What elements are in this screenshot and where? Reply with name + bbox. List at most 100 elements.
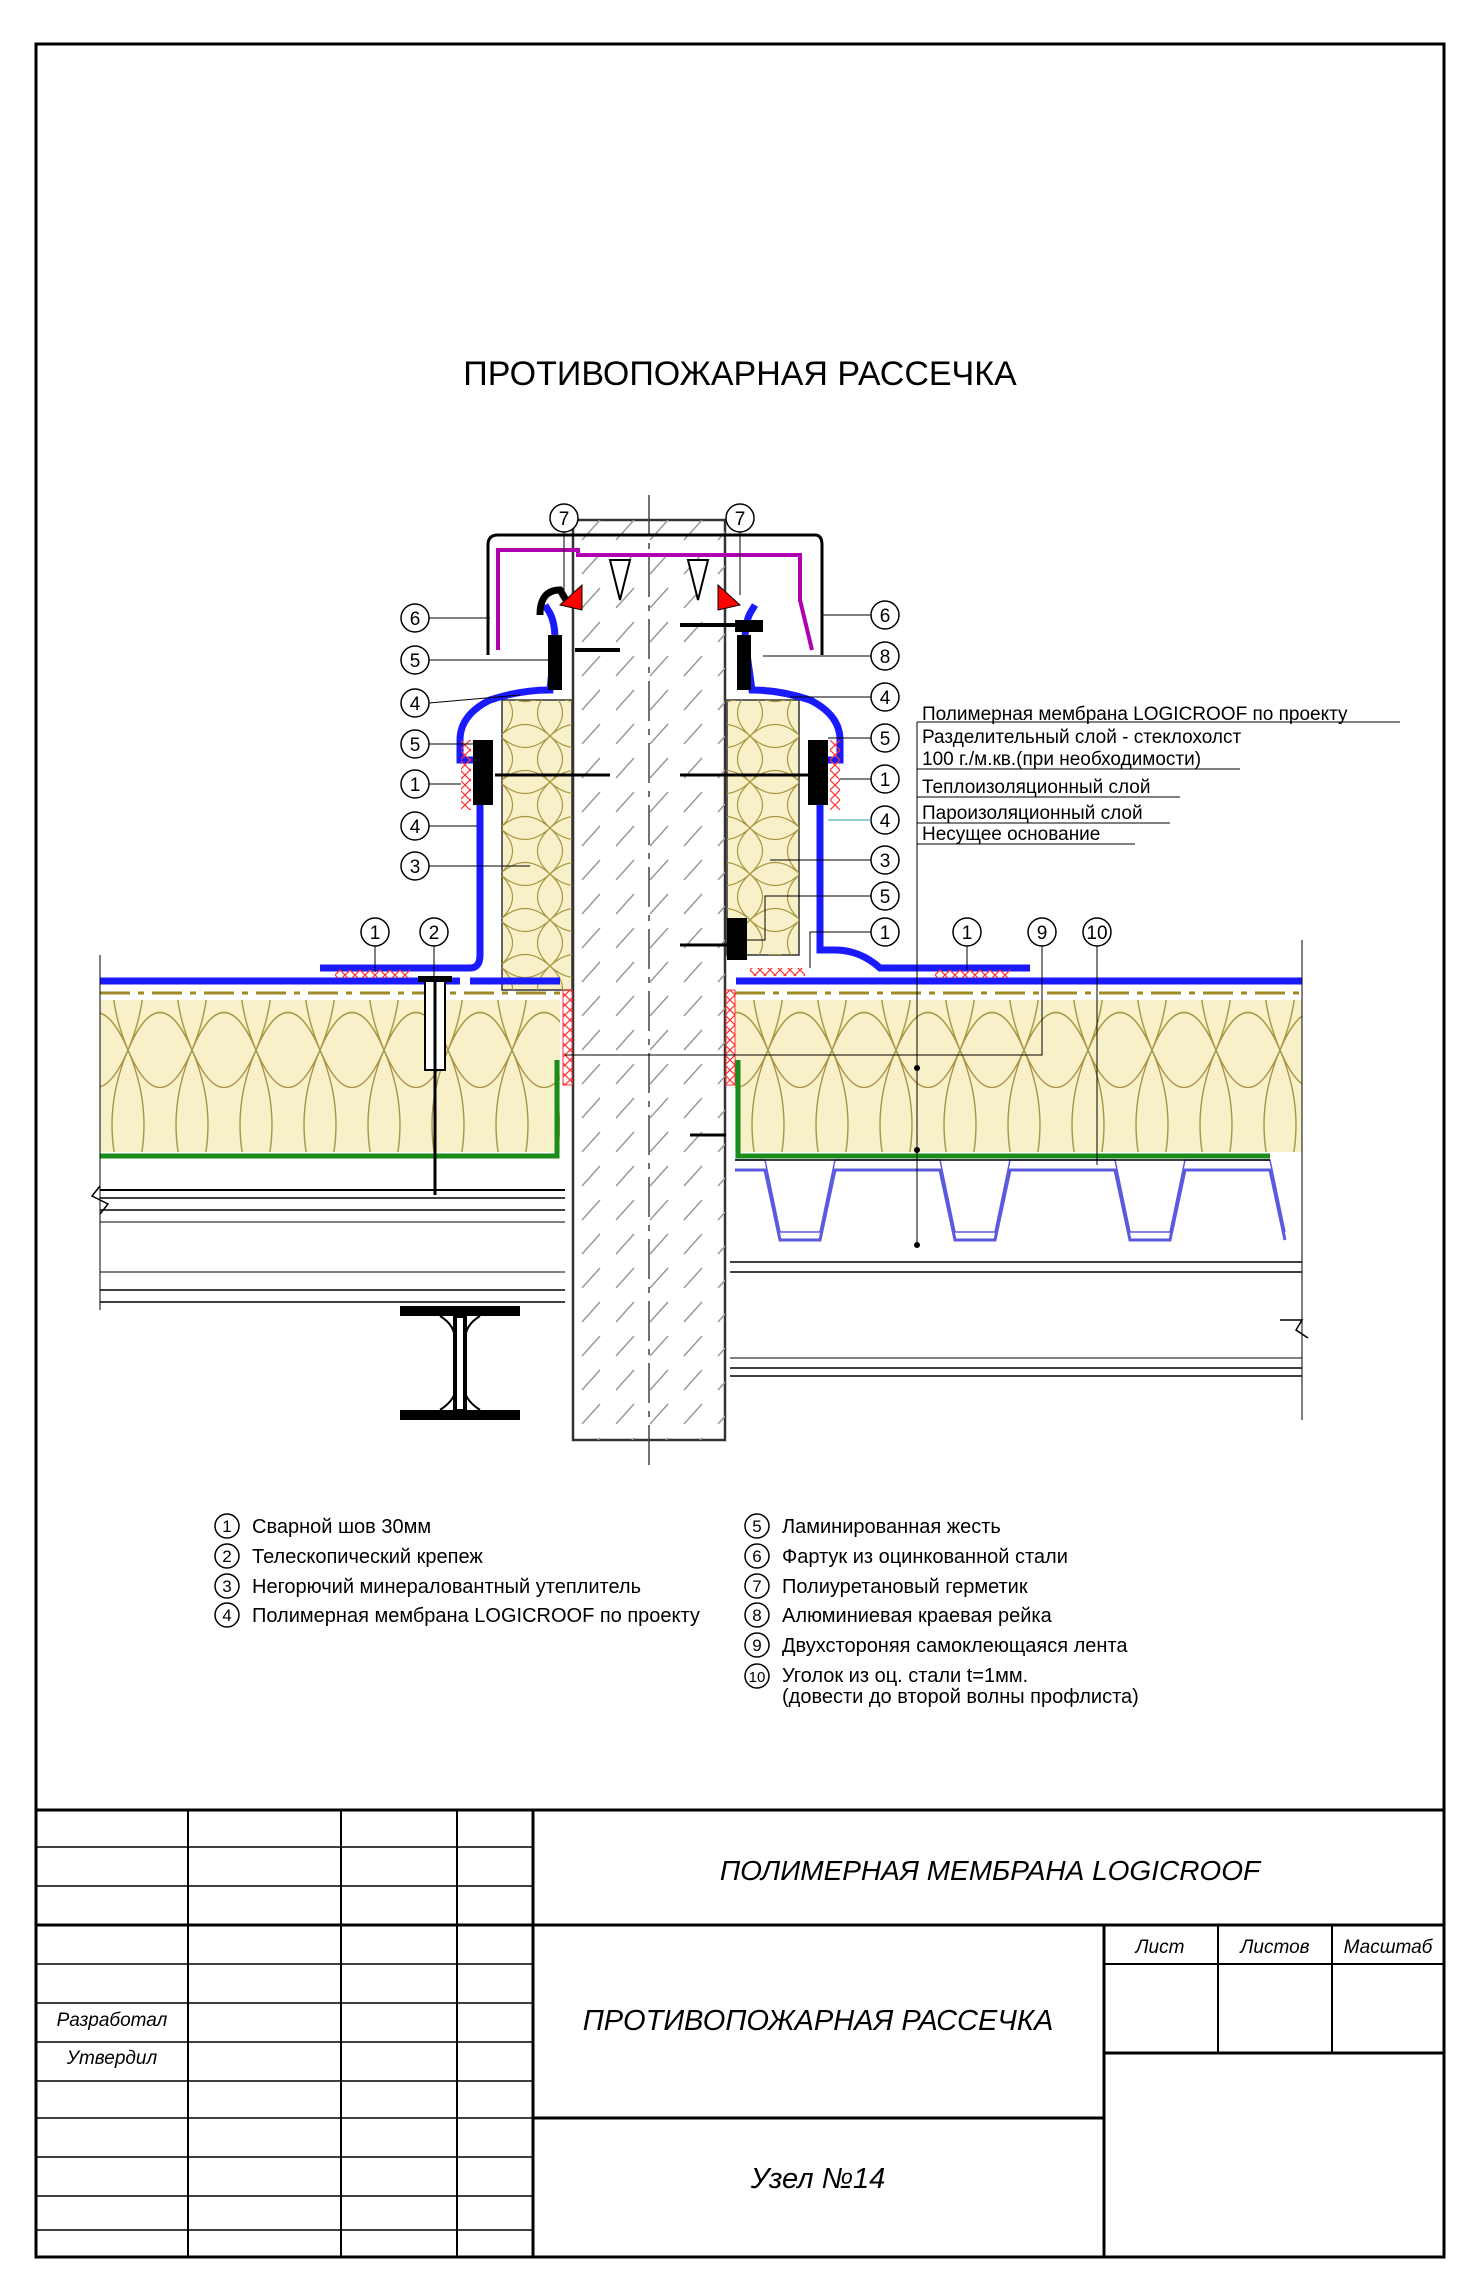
laminated-sheet-left [473, 740, 493, 805]
tape-left [562, 989, 573, 1086]
svg-text:Уголок из оц. стали t=1мм.: Уголок из оц. стали t=1мм. [782, 1665, 1028, 1687]
callouts: 7 7 6 5 4 5 1 4 3 1 2 6 8 4 5 1 4 3 5 1 … [360, 503, 1112, 1165]
svg-text:6: 6 [880, 606, 891, 627]
svg-text:1: 1 [222, 1517, 231, 1536]
layer-label-vapor-barrier: Пароизоляционный слой [922, 803, 1143, 824]
sealant-left [558, 583, 583, 611]
svg-text:10: 10 [749, 1669, 766, 1686]
svg-text:2: 2 [429, 923, 440, 944]
svg-text:5: 5 [880, 887, 891, 908]
drawing-title: ПРОТИВОПОЖАРНАЯ РАССЕЧКА [463, 355, 1017, 393]
weld-seam-left-roof [335, 970, 410, 978]
callout-right-1a: 1 [840, 764, 900, 794]
svg-text:9: 9 [1037, 923, 1048, 944]
apron-sealant-strip [496, 548, 814, 651]
svg-text:9: 9 [752, 1636, 761, 1655]
callout-right-6: 6 [822, 600, 900, 630]
steel-angle [727, 918, 747, 960]
svg-text:3: 3 [880, 851, 891, 872]
callout-left-2: 2 [419, 917, 449, 976]
svg-text:8: 8 [880, 647, 891, 668]
sealant-right [717, 583, 742, 611]
laminated-sheet-right [808, 740, 828, 805]
callout-right-8: 8 [763, 641, 900, 671]
callout-right-9: 9 [565, 917, 1057, 1056]
vapor-barrier-right [735, 1060, 1270, 1159]
callout-left-4b: 4 [400, 811, 477, 841]
svg-text:4: 4 [880, 811, 891, 832]
stamp-developed: Разработал [57, 2010, 168, 2031]
stamp-sheet-title: ПРОТИВОПОЖАРНАЯ РАССЕЧКА [583, 2005, 1054, 2037]
callout-left-1: 1 [400, 769, 461, 799]
svg-text:Фартук из оцинкованной стали: Фартук из оцинкованной стали [782, 1546, 1068, 1568]
svg-text:4: 4 [222, 1606, 231, 1625]
tape-right [725, 989, 736, 1086]
layer-stack-labels: Полимерная мембрана LOGICROOF по проекту… [914, 704, 1400, 1248]
svg-text:Двухстороняя самоклеющаяся лен: Двухстороняя самоклеющаяся лента [782, 1635, 1128, 1657]
callout-right-10: 10 [1082, 917, 1112, 1165]
callout-left-3: 3 [400, 851, 530, 881]
callout-right-1c: 1 [952, 917, 982, 970]
svg-text:2: 2 [222, 1547, 231, 1566]
stamp-col-sheet: Лист [1134, 1937, 1185, 1958]
svg-text:4: 4 [410, 817, 421, 838]
callout-left-4a: 4 [400, 688, 521, 718]
svg-text:5: 5 [880, 729, 891, 750]
callout-right-4b: 4 [828, 805, 900, 835]
svg-text:3: 3 [222, 1577, 231, 1596]
stamp-approved: Утвердил [66, 2048, 158, 2069]
vapor-barrier-left [100, 1060, 560, 1159]
svg-text:1: 1 [880, 770, 891, 791]
svg-text:Негорючий минераловантный утеп: Негорючий минераловантный утеплитель [252, 1576, 641, 1598]
roof-section [90, 495, 1309, 1470]
callout-left-1-roof: 1 [360, 917, 390, 972]
svg-text:1: 1 [962, 923, 973, 944]
svg-text:1: 1 [370, 923, 381, 944]
svg-text:6: 6 [410, 609, 421, 630]
svg-text:Ламинированная жесть: Ламинированная жесть [782, 1516, 1001, 1538]
weld-seam-left-upstand [461, 740, 471, 810]
layer-label-base: Несущее основание [922, 824, 1100, 845]
title-block-text: ПОЛИМЕРНАЯ МЕМБРАНА LOGICROOF Лист Листо… [57, 1855, 1434, 2195]
profiled-sheet [735, 1168, 1287, 1242]
svg-text:7: 7 [559, 509, 570, 530]
callout-right-4a: 4 [790, 682, 900, 712]
left-support-slab [90, 1185, 565, 1303]
legend-item-3: 3 Негорючий минераловантный утеплитель [214, 1573, 641, 1599]
laminated-sheet-top-left [548, 635, 562, 690]
layer-label-separation-density: 100 г./м.кв.(при необходимости) [922, 749, 1201, 770]
stamp-col-sheets: Листов [1238, 1937, 1309, 1958]
svg-text:Алюминиевая краевая рейка: Алюминиевая краевая рейка [782, 1605, 1053, 1627]
svg-text:1: 1 [880, 923, 891, 944]
svg-text:6: 6 [752, 1547, 761, 1566]
layer-label-membrane: Полимерная мембрана LOGICROOF по проекту [922, 704, 1348, 725]
svg-text:1: 1 [410, 775, 421, 796]
legend-item-6: 6 Фартук из оцинкованной стали [744, 1543, 1068, 1569]
callout-top-7-right: 7 [725, 503, 755, 595]
stamp-col-scale: Масштаб [1344, 1937, 1434, 1958]
svg-text:5: 5 [410, 651, 421, 672]
callout-right-5b: 5 [747, 881, 900, 941]
svg-text:3: 3 [410, 857, 421, 878]
callout-left-5b: 5 [400, 729, 473, 759]
svg-text:5: 5 [752, 1517, 761, 1536]
legend-item-9: 9 Двухстороняя самоклеющаяся лента [744, 1632, 1128, 1658]
svg-text:Телескопический крепеж: Телескопический крепеж [252, 1546, 483, 1568]
callout-right-3: 3 [770, 845, 900, 875]
callout-right-1b: 1 [809, 917, 900, 968]
layer-label-insulation: Теплоизоляционный слой [922, 777, 1150, 798]
callout-right-5a: 5 [828, 723, 900, 753]
svg-text:8: 8 [752, 1606, 761, 1625]
legend-item-8: 8 Алюминиевая краевая рейка [744, 1602, 1053, 1628]
apron-cap [486, 533, 824, 655]
steel-i-beam [400, 1306, 520, 1420]
callout-left-6: 6 [400, 603, 490, 633]
title-block [36, 1808, 1444, 2257]
stamp-product: ПОЛИМЕРНАЯ МЕМБРАНА LOGICROOF [720, 1855, 1262, 1886]
svg-text:Полиуретановый герметик: Полиуретановый герметик [782, 1576, 1028, 1598]
